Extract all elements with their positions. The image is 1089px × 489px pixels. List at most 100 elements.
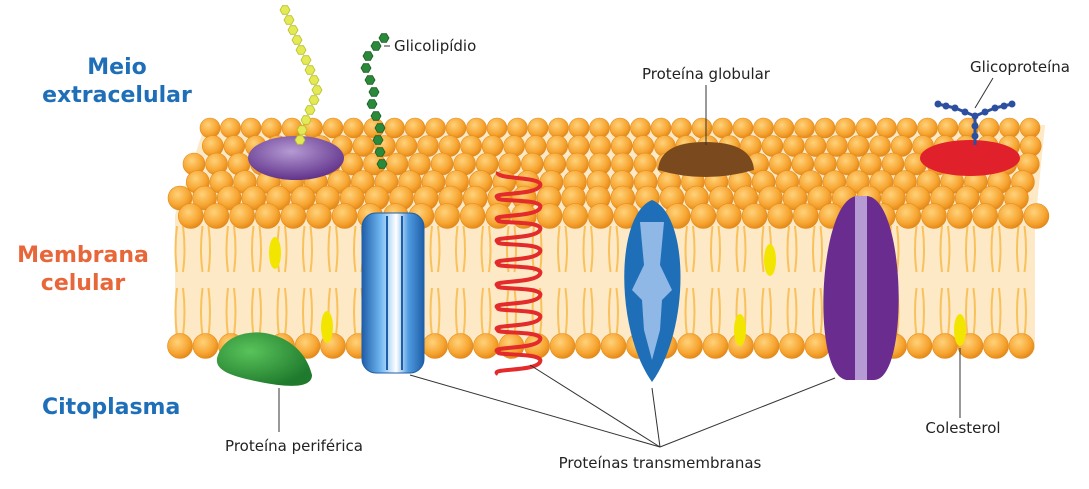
phospholipid-head xyxy=(1023,203,1050,229)
phospholipid-head xyxy=(794,117,815,139)
phospholipid-head xyxy=(937,117,959,139)
phospholipid-head xyxy=(997,203,1024,229)
phospholipid-tail xyxy=(1016,287,1027,337)
phospholipid-head xyxy=(921,203,947,229)
phospholipid-head xyxy=(999,117,1020,139)
phospholipid-head xyxy=(536,203,563,229)
phospholipid-head xyxy=(216,185,242,211)
phospholipid-head xyxy=(895,203,922,229)
phospholipid-head xyxy=(807,185,832,211)
phospholipid-tail xyxy=(710,287,721,337)
sugar-unit xyxy=(961,108,969,116)
sugar-unit xyxy=(311,85,323,95)
blue-transmembrane-protein xyxy=(624,200,681,382)
phospholipid-head xyxy=(972,203,999,229)
sugar-unit xyxy=(362,51,374,61)
sugar-unit xyxy=(374,147,386,157)
sugar-unit xyxy=(300,115,312,125)
phospholipid-head xyxy=(473,333,499,359)
phospholipid-head xyxy=(1019,117,1041,139)
label-globular-protein: Proteína globular xyxy=(642,65,771,83)
phospholipid-tail xyxy=(965,225,976,273)
phospholipid-head xyxy=(568,117,590,139)
phospholipid-tail xyxy=(582,287,594,337)
sugar-unit xyxy=(370,41,382,51)
phospholipid-head xyxy=(896,117,918,139)
phospholipid-head xyxy=(447,333,474,359)
phospholipid-head xyxy=(192,185,217,211)
phospholipid-head xyxy=(425,117,446,139)
sugar-unit xyxy=(971,112,979,120)
phospholipid-head xyxy=(779,333,805,359)
sugar-unit xyxy=(279,5,291,15)
phospholipid-head xyxy=(352,135,375,157)
phospholipid-tail xyxy=(200,287,211,337)
sugar-unit xyxy=(300,55,312,65)
phospholipid-tail xyxy=(557,225,568,273)
phospholipid-head xyxy=(753,333,780,359)
phospholipid-tail xyxy=(914,287,925,337)
phospholipid-head xyxy=(241,185,267,211)
label-transmembrane-proteins: Proteínas transmembranas xyxy=(559,454,762,472)
region-cytoplasm: Citoplasma xyxy=(42,394,180,422)
phospholipid-head xyxy=(783,135,805,157)
phospholipid-head xyxy=(847,135,870,157)
phospholipid-tail xyxy=(684,287,696,337)
phospholipid-tail xyxy=(251,225,262,273)
phospholipid-head xyxy=(459,203,486,229)
phospholipid-tail xyxy=(327,225,339,273)
phospholipid-tail xyxy=(608,287,619,337)
region-membrane: Membrana celular xyxy=(8,242,158,298)
cholesterol-molecule xyxy=(954,314,966,346)
sugar-unit xyxy=(378,33,390,43)
sugar-unit xyxy=(1000,102,1008,110)
phospholipid-head xyxy=(395,135,418,157)
phospholipid-head xyxy=(562,203,589,229)
phospholipid-head xyxy=(445,117,467,139)
region-extracellular-line1: Meio xyxy=(87,55,147,80)
sugar-unit xyxy=(374,123,386,133)
phospholipid-tail xyxy=(735,225,747,273)
phospholipid-head xyxy=(859,152,882,176)
glycolipid-chain xyxy=(360,33,390,169)
cholesterol-molecule xyxy=(321,311,333,343)
label-cholesterol: Colesterol xyxy=(925,419,1000,437)
region-cytoplasm-line1: Citoplasma xyxy=(42,395,181,420)
phospholipid-tail xyxy=(608,225,619,273)
phospholipid-head xyxy=(178,203,204,229)
phospholipid-head xyxy=(732,117,754,139)
globular-protein xyxy=(658,142,754,177)
sugar-unit xyxy=(971,132,979,140)
phospholipid-head xyxy=(527,117,549,139)
phospholipid-tail xyxy=(251,287,262,337)
phospholipid-tail xyxy=(939,287,951,337)
phospholipid-head xyxy=(322,117,344,139)
phospholipid-head xyxy=(650,117,672,139)
phospholipid-head xyxy=(587,203,614,229)
sugar-unit xyxy=(291,35,303,45)
phospholipid-head xyxy=(343,117,364,139)
phospholipid-head xyxy=(294,333,321,359)
sugar-unit xyxy=(296,125,308,135)
phospholipid-head xyxy=(804,135,827,157)
region-extracellular-line2: extracelular xyxy=(42,83,192,108)
region-extracellular: Meio extracelular xyxy=(36,54,198,110)
glycoprotein-chain xyxy=(934,100,1016,145)
region-membrane-line2: celular xyxy=(40,271,126,296)
phospholipid-tail xyxy=(990,287,1002,337)
phospholipid-head xyxy=(254,203,281,229)
phospholipid-head xyxy=(422,333,448,359)
phospholipid-head xyxy=(167,333,193,359)
sugar-unit xyxy=(294,135,306,145)
phospholipid-head xyxy=(486,117,508,139)
sugar-unit xyxy=(366,99,378,109)
phospholipid-tail xyxy=(276,287,288,337)
sugar-unit xyxy=(376,159,388,169)
phospholipid-head xyxy=(677,333,703,359)
sugar-unit xyxy=(364,75,376,85)
phospholipid-tail xyxy=(965,287,976,337)
sugar-unit xyxy=(991,104,999,112)
phospholipid-heads-top xyxy=(167,117,1050,229)
phospholipid-head xyxy=(946,203,973,229)
